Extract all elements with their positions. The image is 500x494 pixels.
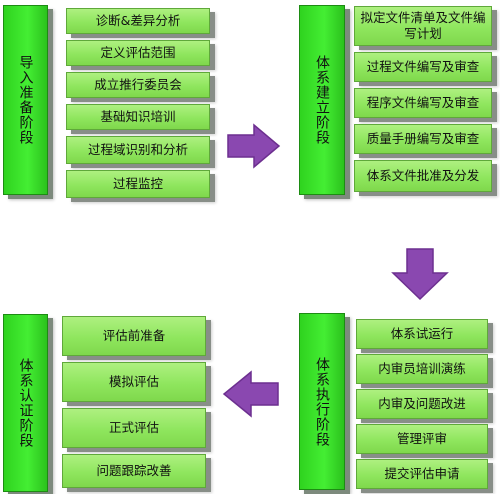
phase-title: 体系建立阶段 [314,55,330,145]
step-box: 模拟评估 [62,362,206,402]
step-box: 体系文件批准及分发 [354,160,492,192]
step-box: 内审员培训演练 [356,354,488,384]
step-box: 体系试运行 [356,319,488,349]
arrow-left-icon [222,370,279,418]
phase-title: 体系认证阶段 [17,358,34,448]
step-box: 管理评审 [356,424,488,454]
step-box: 评估前准备 [62,316,206,356]
phase-column-establishment: 体系建立阶段 [299,5,345,195]
step-box: 正式评估 [62,408,206,448]
step-box: 成立推行委员会 [66,72,210,98]
phase-column-preparation: 导入准备阶段 [3,5,48,195]
step-box: 基础知识培训 [66,104,210,130]
step-box: 程序文件编写及审查 [354,88,492,118]
phase-column-execution: 体系执行阶段 [299,313,345,490]
step-box: 过程文件编写及审查 [354,52,492,82]
step-box: 问题跟踪改善 [62,454,206,488]
step-box: 过程监控 [66,170,210,198]
step-box: 内审及问题改进 [356,389,488,419]
step-box: 质量手册编写及审查 [354,124,492,154]
phase-title: 体系执行阶段 [314,356,330,447]
phase-title: 导入准备阶段 [17,55,34,145]
arrow-down-icon [391,248,449,301]
arrow-right-icon [227,123,281,169]
step-box: 定义评估范围 [66,40,210,66]
step-box: 拟定文件清单及文件编写计划 [354,6,492,46]
step-box: 诊断&差异分析 [66,8,210,34]
phase-column-certification: 体系认证阶段 [3,314,48,492]
step-box: 提交评估申请 [356,459,488,489]
step-box: 过程域识别和分析 [66,136,210,164]
